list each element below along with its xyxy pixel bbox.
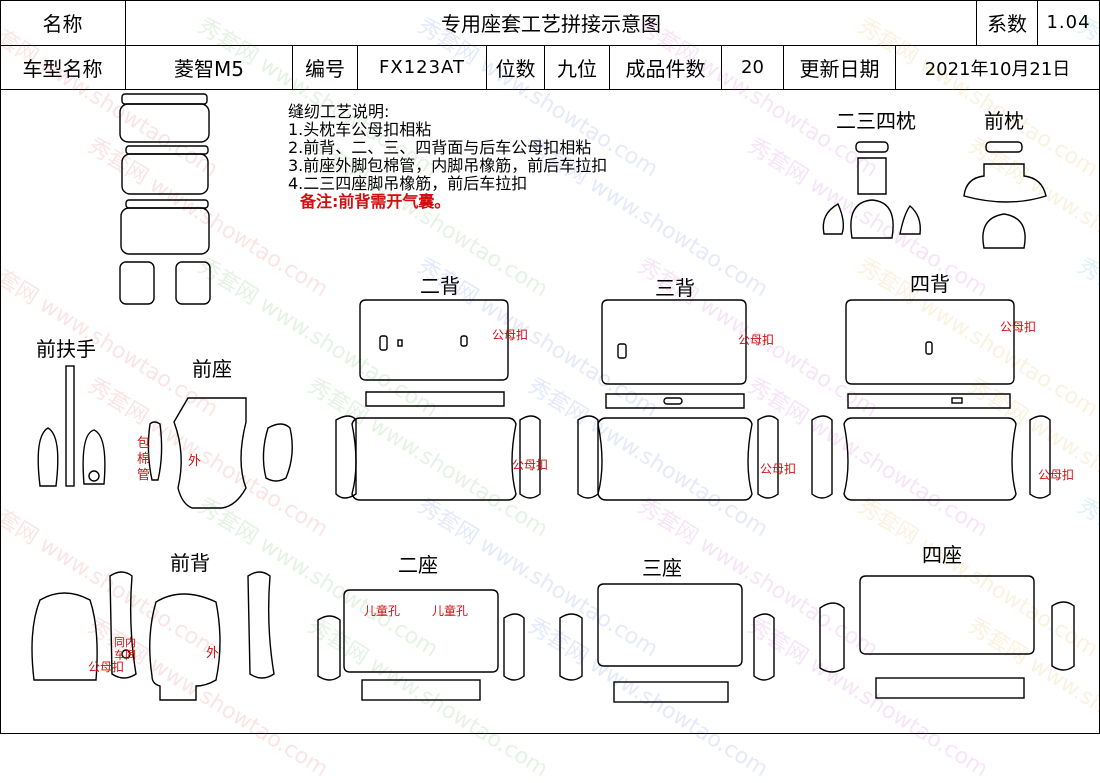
back-4-patterns bbox=[811, 299, 1051, 501]
back-3-patterns bbox=[577, 299, 779, 501]
notes-line-2: 2.前背、二、三、四背面与后车公母扣相粘 bbox=[288, 138, 592, 157]
code-value-cell: FX123AT bbox=[358, 46, 487, 90]
coef-value: 1.04 bbox=[1046, 12, 1091, 33]
pieces-label-cell: 成品件数 bbox=[610, 46, 722, 90]
annotation-cotton-tube: 包 棉 管 bbox=[137, 436, 151, 483]
label-back-2: 二背 bbox=[420, 274, 460, 298]
coef-label: 系数 bbox=[987, 12, 1027, 36]
front-armrest-patterns bbox=[37, 365, 106, 487]
label-seat-4: 四座 bbox=[922, 543, 962, 567]
notes-line-4: 4.二三四座脚吊橡筋，前后车拉扣 bbox=[288, 174, 528, 193]
annotation-child-hole-left: 儿童孔 bbox=[364, 604, 401, 618]
notes-line-1: 1.头枕车公母扣相粘 bbox=[288, 120, 432, 139]
annotation-back-2-side-buckle: 公母扣 bbox=[512, 458, 549, 472]
label-back-4: 四背 bbox=[910, 272, 950, 296]
annotation-front-back-outer: 外 bbox=[206, 646, 220, 661]
model-value-cell: 菱智M5 bbox=[126, 46, 293, 90]
annotation-front-back-buckle: 公母扣 bbox=[88, 660, 125, 674]
code-value: FX123AT bbox=[379, 57, 465, 78]
seat-3-patterns bbox=[559, 583, 775, 703]
notes-title: 缝纫工艺说明: bbox=[288, 102, 390, 121]
label-front-seat: 前座 bbox=[192, 357, 232, 381]
annotation-front-seat-outer: 外 bbox=[188, 454, 202, 469]
annotation-child-hole-right: 儿童孔 bbox=[432, 604, 469, 618]
annotation-back-3-male-female: 公母扣 bbox=[738, 333, 775, 347]
label-seat-2: 二座 bbox=[398, 553, 438, 577]
pieces-value: 20 bbox=[741, 57, 764, 78]
pieces-value-cell: 20 bbox=[722, 46, 784, 90]
label-front-back: 前背 bbox=[170, 551, 210, 575]
headrest-234-patterns bbox=[822, 141, 921, 239]
seats-value-cell: 九位 bbox=[545, 46, 610, 90]
annotation-back-4-side-buckle: 公母扣 bbox=[1038, 468, 1075, 482]
code-label: 编号 bbox=[305, 57, 345, 81]
headrest-front-patterns bbox=[963, 141, 1047, 249]
model-value: 菱智M5 bbox=[174, 57, 244, 81]
annotation-inner-tie: 同内 车同 bbox=[114, 636, 136, 662]
pieces-label: 成品件数 bbox=[625, 57, 706, 81]
label-seat-3: 三座 bbox=[642, 556, 682, 580]
title-cell: 专用座套工艺拼接示意图 bbox=[126, 0, 977, 46]
annotation-back-4-male-female: 公母扣 bbox=[1000, 320, 1037, 334]
date-label: 更新日期 bbox=[799, 57, 880, 81]
label-headrest-234: 二三四枕 bbox=[836, 109, 916, 133]
page-title: 专用座套工艺拼接示意图 bbox=[441, 12, 661, 36]
front-back-patterns bbox=[31, 571, 275, 701]
front-seat-patterns bbox=[147, 397, 293, 509]
seats-label: 位数 bbox=[495, 57, 536, 81]
date-label-cell: 更新日期 bbox=[784, 46, 896, 90]
seat-4-patterns bbox=[819, 575, 1075, 699]
notes-line-3: 3.前座外脚包棉管，内脚吊橡筋，前后车拉扣 bbox=[288, 156, 608, 175]
pattern-drawing bbox=[31, 93, 1075, 703]
notes-remark: 备注:前背需开气囊。 bbox=[300, 192, 451, 211]
back-2-patterns bbox=[335, 299, 541, 501]
model-label: 车型名称 bbox=[22, 57, 103, 81]
name-label-cell: 名称 bbox=[0, 0, 126, 46]
label-back-3: 三背 bbox=[655, 276, 695, 300]
seat-layout-thumbnail bbox=[119, 93, 211, 305]
annotation-back-3-side-buckle: 公母扣 bbox=[760, 462, 797, 476]
label-front-armrest: 前扶手 bbox=[36, 337, 96, 361]
date-value: 2021年10月21日 bbox=[924, 58, 1071, 80]
annotation-back-2-male-female: 公母扣 bbox=[492, 328, 529, 342]
seat-2-patterns bbox=[317, 589, 525, 701]
model-label-cell: 车型名称 bbox=[0, 46, 126, 90]
coef-label-cell: 系数 bbox=[977, 0, 1038, 46]
seats-value: 九位 bbox=[557, 57, 597, 81]
seats-label-cell: 位数 bbox=[487, 46, 545, 90]
label-headrest-front: 前枕 bbox=[984, 109, 1024, 133]
code-label-cell: 编号 bbox=[293, 46, 358, 90]
name-label: 名称 bbox=[42, 12, 83, 36]
